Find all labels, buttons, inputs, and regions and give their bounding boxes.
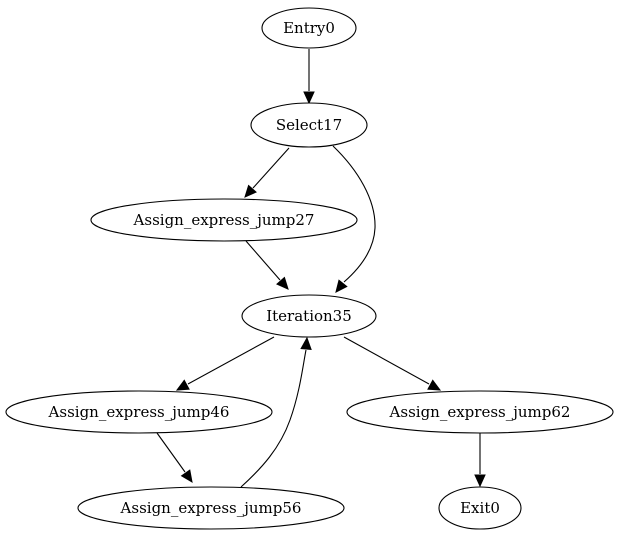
edge-line — [245, 240, 281, 281]
node-assign_express_jump56: Assign_express_jump56 — [77, 486, 345, 530]
node-label: Assign_express_jump62 — [389, 403, 571, 421]
edge-assign_express_jump46-to-assign_express_jump56 — [156, 432, 193, 483]
edge-select17-to-iteration35 — [332, 145, 376, 293]
node-ellipse — [438, 486, 522, 530]
node-iteration35: Iteration35 — [241, 294, 377, 338]
node-label: Assign_express_jump27 — [133, 211, 315, 229]
node-label: Assign_express_jump46 — [48, 403, 230, 421]
node-ellipse — [261, 7, 357, 49]
node-ellipse — [5, 390, 273, 434]
edges-layer — [156, 49, 486, 488]
edge-line — [156, 432, 186, 473]
node-label: Assign_express_jump56 — [120, 499, 302, 517]
node-label: Entry0 — [283, 19, 335, 37]
node-label: Exit0 — [460, 499, 500, 517]
edge-line — [187, 336, 275, 385]
node-ellipse — [90, 198, 358, 242]
node-ellipse — [77, 486, 345, 530]
edge-iteration35-to-assign_express_jump46 — [175, 336, 275, 391]
node-assign_express_jump27: Assign_express_jump27 — [90, 198, 358, 242]
arrowhead — [300, 336, 312, 350]
node-exit0: Exit0 — [438, 486, 522, 530]
arrowhead — [303, 91, 315, 105]
arrowhead — [276, 276, 289, 290]
node-assign_express_jump62: Assign_express_jump62 — [346, 390, 614, 434]
arrowhead — [427, 379, 442, 391]
edge-line — [252, 147, 290, 189]
edge-select17-to-assign_express_jump27 — [244, 147, 290, 198]
edge-line — [240, 349, 307, 488]
node-select17: Select17 — [250, 102, 368, 148]
node-ellipse — [250, 102, 368, 148]
arrowhead — [180, 469, 193, 483]
arrowhead — [244, 184, 257, 198]
node-entry0: Entry0 — [261, 7, 357, 49]
arrowhead — [335, 279, 348, 293]
node-ellipse — [241, 294, 377, 338]
arrowhead — [175, 379, 190, 391]
edge-assign_express_jump62-to-exit0 — [474, 433, 486, 488]
edge-iteration35-to-assign_express_jump62 — [343, 336, 442, 391]
edge-line — [332, 145, 376, 283]
node-assign_express_jump46: Assign_express_jump46 — [5, 390, 273, 434]
node-ellipse — [346, 390, 614, 434]
arrowhead — [474, 474, 486, 488]
edge-line — [343, 336, 430, 385]
node-label: Iteration35 — [266, 307, 352, 325]
node-label: Select17 — [276, 116, 342, 134]
nodes-layer: Entry0Select17Assign_express_jump27Itera… — [5, 7, 614, 530]
edge-entry0-to-select17 — [303, 49, 315, 105]
edge-assign_express_jump27-to-iteration35 — [245, 240, 289, 290]
edge-assign_express_jump56-to-iteration35 — [240, 336, 312, 488]
